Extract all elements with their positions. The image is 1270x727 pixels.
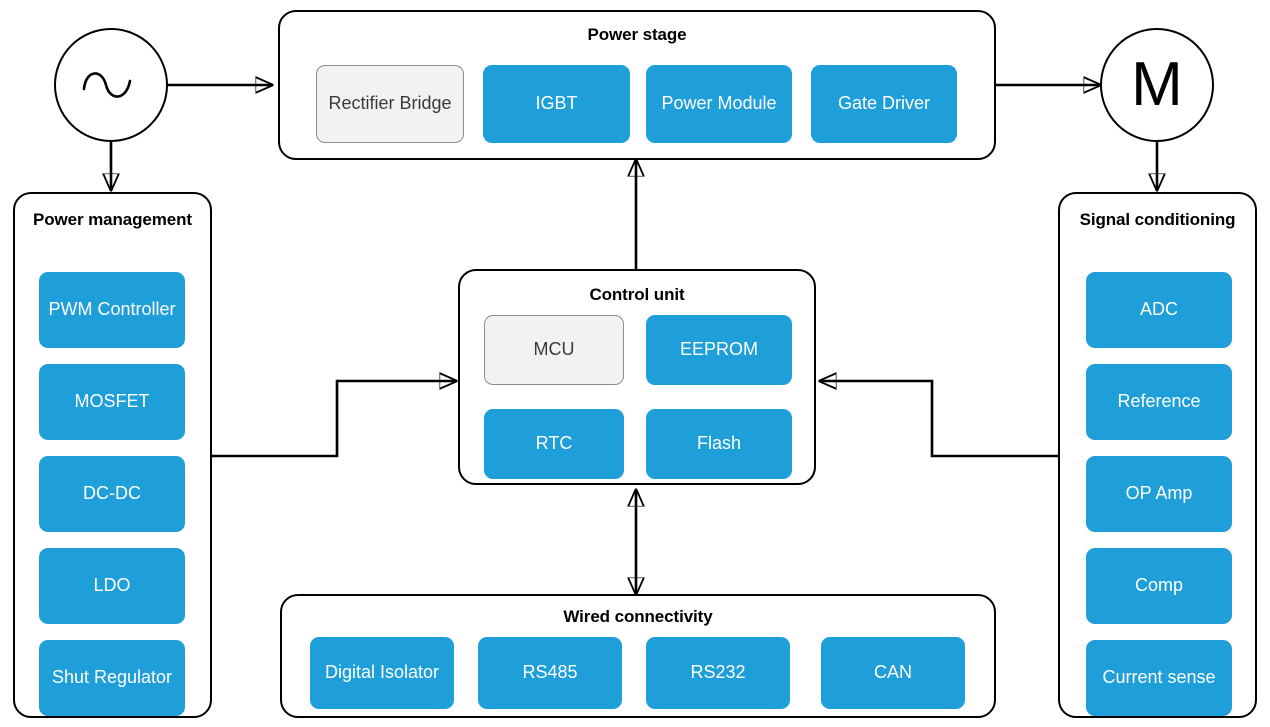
block-rectifier-bridge[interactable]: Rectifier Bridge: [316, 65, 464, 143]
wire-signal-conditioning-to-control-unit: [820, 381, 1058, 458]
motor-node[interactable]: M: [1100, 28, 1214, 142]
block-label: DC-DC: [83, 483, 141, 504]
block-label: Power Module: [661, 93, 777, 114]
block-label: LDO: [93, 575, 131, 596]
block-digital-isolator[interactable]: Digital Isolator: [310, 637, 454, 709]
block-label: Shut Regulator: [51, 667, 173, 688]
block-igbt[interactable]: IGBT: [483, 65, 630, 143]
block-label: RTC: [535, 433, 573, 454]
block-label: ADC: [1139, 299, 1178, 320]
block-mosfet[interactable]: MOSFET: [39, 364, 185, 440]
block-label: RS232: [690, 662, 746, 683]
block-label: Comp: [1134, 575, 1183, 596]
group-control-unit-title: Control unit: [589, 285, 685, 304]
block-label: IGBT: [535, 93, 578, 114]
block-label: Flash: [696, 433, 741, 454]
block-label: OP Amp: [1125, 483, 1193, 504]
block-eeprom[interactable]: EEPROM: [646, 315, 792, 385]
block-gate-driver[interactable]: Gate Driver: [811, 65, 957, 143]
block-label: PWM Controller: [48, 299, 176, 320]
block-reference[interactable]: Reference: [1086, 364, 1232, 440]
block-label: MCU: [533, 339, 575, 360]
block-mcu[interactable]: MCU: [484, 315, 624, 385]
block-label: CAN: [873, 662, 912, 683]
group-control-unit[interactable]: Control unit MCU EEPROM RTC Flash: [458, 269, 816, 485]
group-power-stage[interactable]: Power stage Rectifier Bridge IGBT Power …: [278, 10, 996, 160]
block-op-amp[interactable]: OP Amp: [1086, 456, 1232, 532]
group-wired-connectivity[interactable]: Wired connectivity Digital Isolator RS48…: [280, 594, 996, 718]
ac-source-node[interactable]: [54, 28, 168, 142]
wire-power-management-to-control-unit: [212, 381, 456, 458]
block-label: Gate Driver: [837, 93, 931, 114]
block-pwm-controller[interactable]: PWM Controller: [39, 272, 185, 348]
block-flash[interactable]: Flash: [646, 409, 792, 479]
group-power-stage-title: Power stage: [587, 25, 687, 44]
group-wired-connectivity-title: Wired connectivity: [563, 607, 713, 626]
block-current-sense[interactable]: Current sense: [1086, 640, 1232, 716]
ac-sine-wave-icon: [82, 72, 132, 98]
block-adc[interactable]: ADC: [1086, 272, 1232, 348]
block-label: MOSFET: [74, 391, 150, 412]
block-label: EEPROM: [679, 339, 758, 360]
block-rtc[interactable]: RTC: [484, 409, 624, 479]
block-shut-regulator[interactable]: Shut Regulator: [39, 640, 185, 716]
block-label: Rectifier Bridge: [328, 93, 452, 114]
motor-label: M: [1131, 50, 1183, 119]
block-power-module[interactable]: Power Module: [646, 65, 792, 143]
block-label: RS485: [522, 662, 578, 683]
group-signal-conditioning[interactable]: Signal conditioning ADC Reference OP Amp…: [1058, 192, 1257, 718]
block-can[interactable]: CAN: [821, 637, 965, 709]
group-signal-conditioning-title: Signal conditioning: [1079, 210, 1236, 229]
block-rs485[interactable]: RS485: [478, 637, 622, 709]
block-label: Reference: [1117, 391, 1201, 412]
group-power-management-title: Power management: [32, 210, 192, 229]
block-ldo[interactable]: LDO: [39, 548, 185, 624]
block-label: Digital Isolator: [324, 662, 440, 683]
block-dc-dc[interactable]: DC-DC: [39, 456, 185, 532]
block-rs232[interactable]: RS232: [646, 637, 790, 709]
block-label: Current sense: [1102, 667, 1216, 688]
block-comp[interactable]: Comp: [1086, 548, 1232, 624]
group-power-management[interactable]: Power management PWM Controller MOSFET D…: [13, 192, 212, 718]
